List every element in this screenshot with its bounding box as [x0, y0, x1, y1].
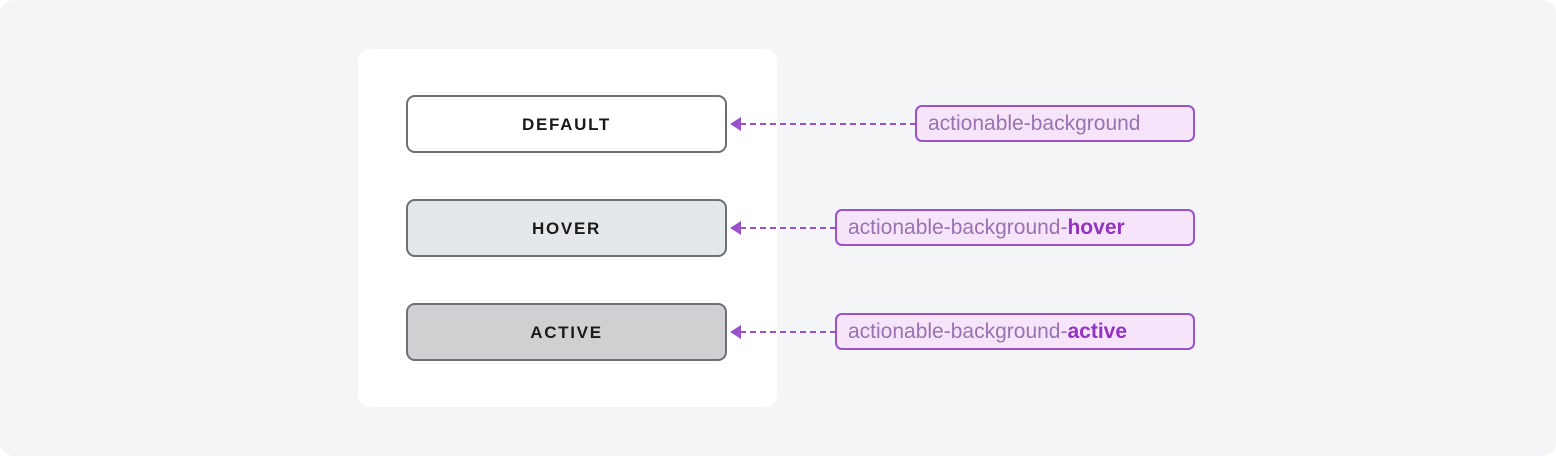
- connector-arrow-default: [730, 114, 916, 134]
- state-button-active-label: ACTIVE: [530, 322, 603, 342]
- dashed-line: [740, 227, 836, 229]
- token-pill-active-accent: active: [1067, 320, 1128, 343]
- connector-arrow-active: [730, 322, 836, 342]
- state-button-hover[interactable]: HOVER: [406, 199, 727, 257]
- token-pill-hover-accent: hover: [1067, 216, 1125, 239]
- token-pill-hover: actionable-background- hover: [835, 209, 1195, 246]
- arrow-left-icon: [730, 221, 741, 235]
- token-pill-active: actionable-background- active: [835, 313, 1195, 350]
- token-pill-default-base: actionable-background: [928, 112, 1141, 135]
- state-button-hover-label: HOVER: [532, 218, 601, 238]
- dashed-line: [740, 331, 836, 333]
- state-button-default[interactable]: DEFAULT: [406, 95, 727, 153]
- connector-arrow-hover: [730, 218, 836, 238]
- dashed-line: [740, 123, 916, 125]
- arrow-left-icon: [730, 117, 741, 131]
- state-button-active[interactable]: ACTIVE: [406, 303, 727, 361]
- arrow-left-icon: [730, 325, 741, 339]
- token-pill-hover-base: actionable-background-: [848, 216, 1068, 239]
- token-pill-active-base: actionable-background-: [848, 320, 1068, 343]
- token-pill-default: actionable-background: [915, 105, 1195, 142]
- state-button-default-label: DEFAULT: [521, 114, 612, 134]
